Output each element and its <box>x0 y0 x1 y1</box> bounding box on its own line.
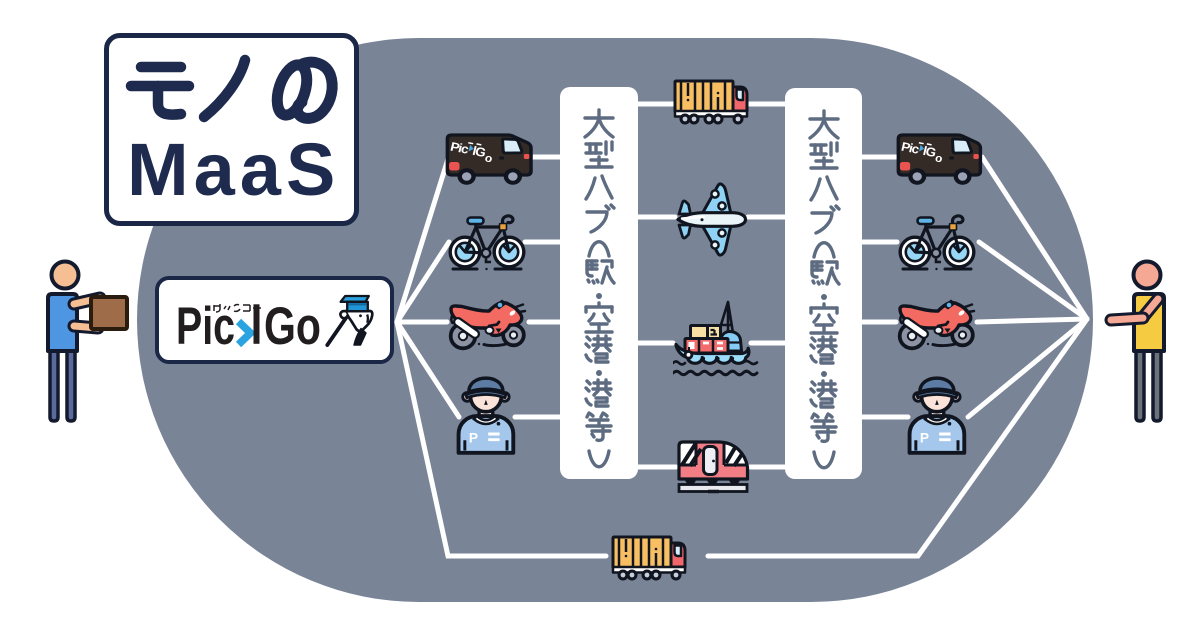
svg-text:Go: Go <box>264 297 321 356</box>
svg-text:Pic: Pic <box>176 297 235 356</box>
svg-text:MaaS: MaaS <box>127 128 340 211</box>
